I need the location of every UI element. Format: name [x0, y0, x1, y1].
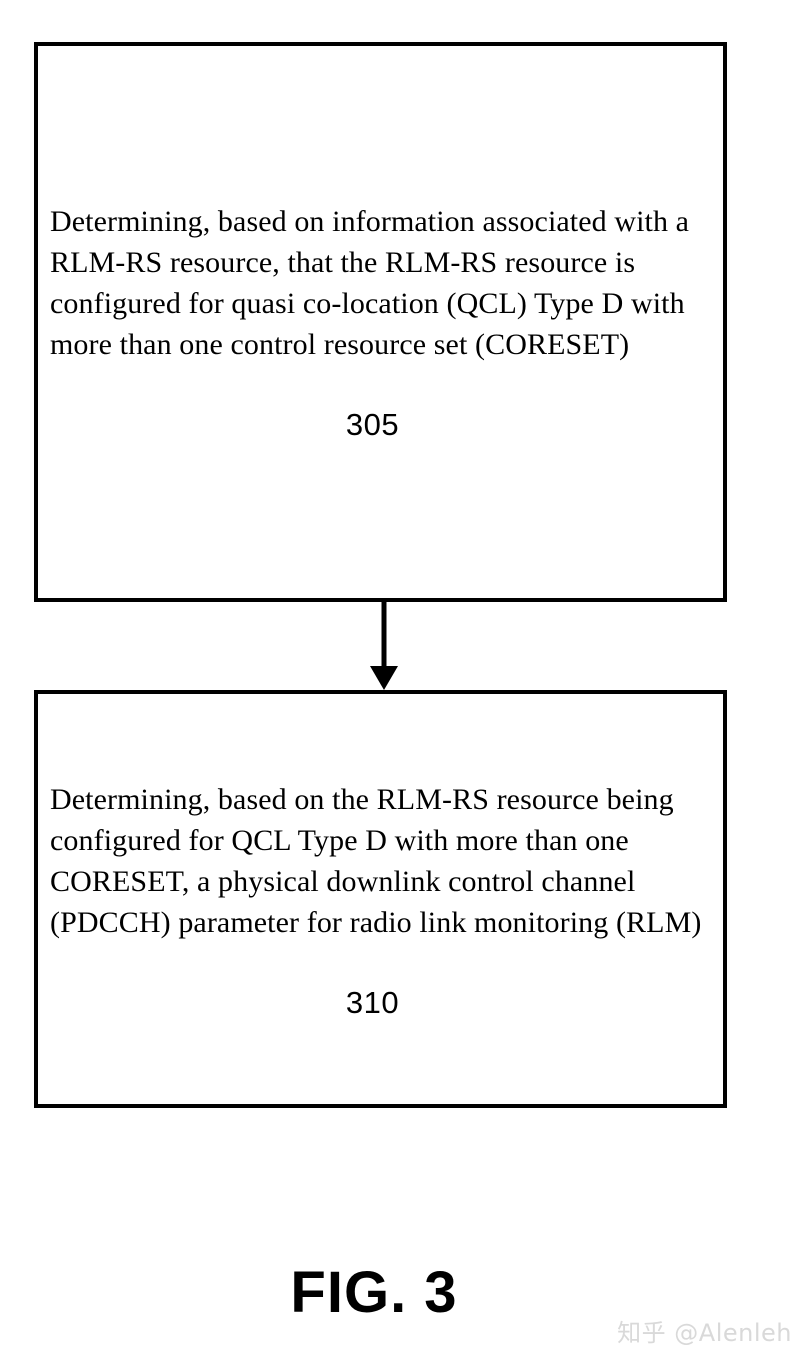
step-305-text: Determining, based on information associ… — [50, 205, 690, 361]
step-310-reference-number: 310 — [345, 985, 400, 1020]
flowchart-step-310: Determining, based on the RLM-RS resourc… — [34, 690, 727, 1108]
watermark: 知乎 @Alenleh — [617, 1319, 792, 1347]
flowchart-step-305: Determining, based on information associ… — [34, 42, 727, 602]
arrow-down-icon — [370, 600, 398, 690]
connector-arrow-icon — [369, 600, 399, 692]
figure-caption: FIG. 3 — [290, 1260, 458, 1325]
step-310-text: Determining, based on the RLM-RS resourc… — [50, 783, 702, 939]
step-305-reference-number: 305 — [345, 407, 400, 442]
